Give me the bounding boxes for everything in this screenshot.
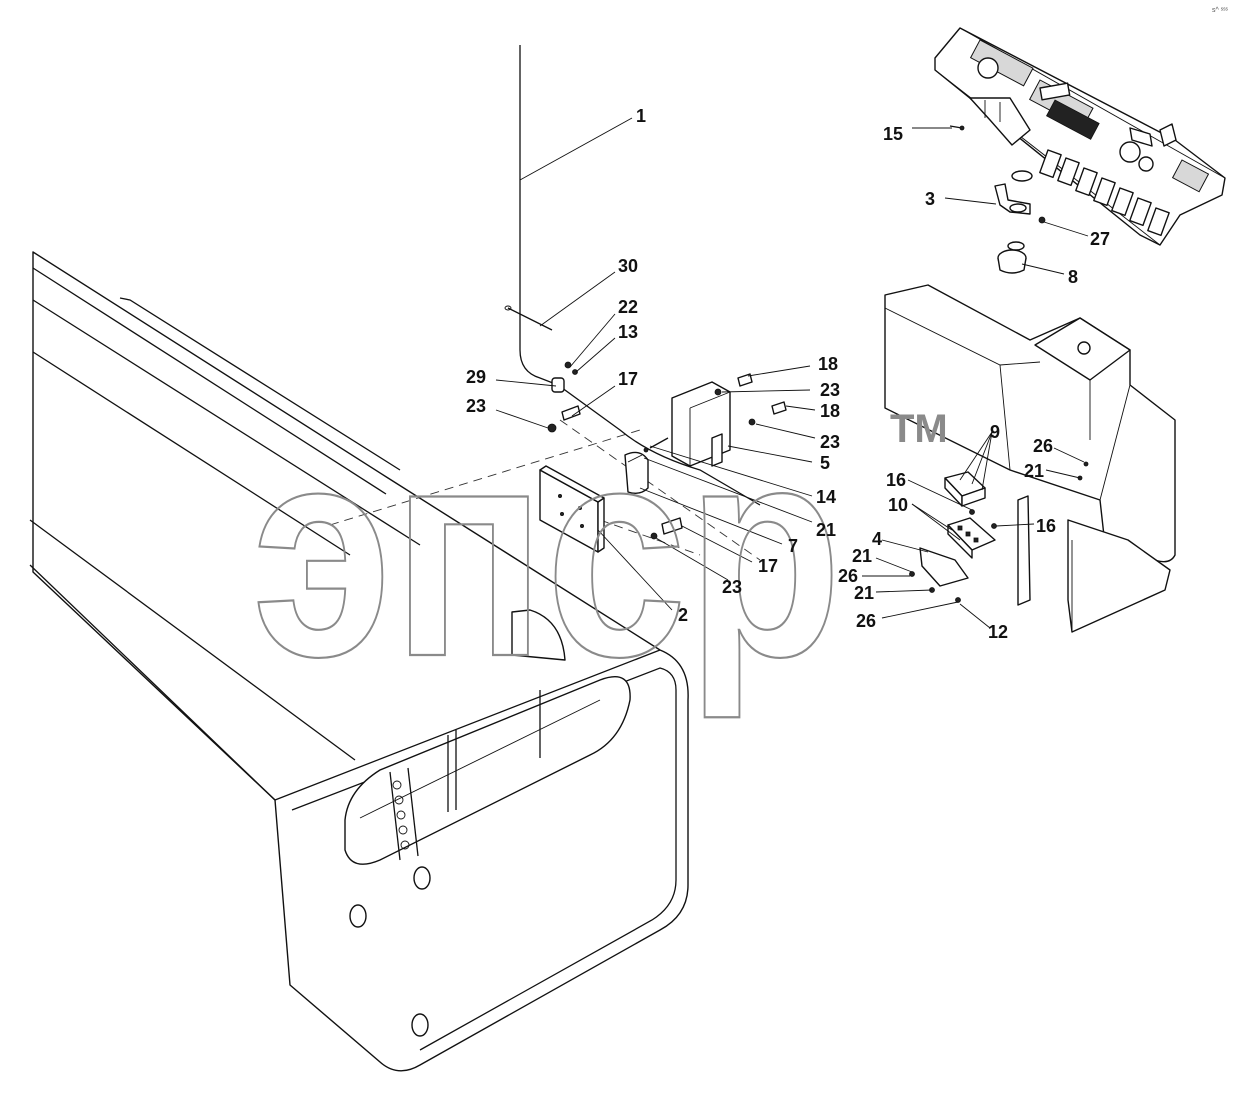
bracket-3	[994, 170, 1033, 215]
callout-1: 1	[636, 106, 646, 126]
corner-mark: s^ ˢˢˢ	[1212, 7, 1228, 14]
bracket-4	[919, 547, 969, 587]
callout-26: 26	[1033, 436, 1053, 456]
callout-12: 12	[988, 622, 1008, 642]
leader-lines	[495, 117, 1089, 629]
boom-frame	[29, 251, 689, 1072]
callout-30: 30	[618, 256, 638, 276]
callout-7: 7	[788, 536, 798, 556]
watermark-trademark: TM	[890, 407, 948, 451]
callout-23: 23	[820, 432, 840, 452]
callout-5: 5	[820, 453, 830, 473]
callout-26: 26	[856, 611, 876, 631]
box-5	[671, 381, 731, 467]
plate-2	[539, 465, 605, 553]
callout-29: 29	[466, 367, 486, 387]
connector-9	[944, 471, 986, 507]
callout-3: 3	[925, 189, 935, 209]
clamp-29	[547, 361, 581, 433]
callout-15: 15	[883, 124, 903, 144]
console-housing	[884, 284, 1176, 633]
callout-23: 23	[722, 577, 742, 597]
callout-16: 16	[886, 470, 906, 490]
callout-10: 10	[888, 495, 908, 515]
callout-17: 17	[618, 369, 638, 389]
cover-7	[624, 451, 649, 495]
watermark-text: эпср	[252, 383, 842, 721]
callout-9: 9	[990, 422, 1000, 442]
callout-23: 23	[820, 380, 840, 400]
callout-18: 18	[820, 401, 840, 421]
callout-26: 26	[838, 566, 858, 586]
callout-21: 21	[1024, 461, 1044, 481]
connector-10	[947, 517, 996, 559]
assembly-axis	[329, 429, 641, 526]
callout-23: 23	[466, 396, 486, 416]
callout-16: 16	[1036, 516, 1056, 536]
switch-8	[997, 241, 1027, 274]
callout-21: 21	[816, 520, 836, 540]
callout-21: 21	[852, 546, 872, 566]
callout-8: 8	[1068, 267, 1078, 287]
watermark: эпср TM	[251, 382, 948, 722]
callout-4: 4	[872, 529, 882, 549]
callout-18: 18	[818, 354, 838, 374]
callout-27: 27	[1090, 229, 1110, 249]
callout-2: 2	[678, 605, 688, 625]
dashboard-panel	[934, 27, 1226, 246]
callouts: 1 30 22 13 29 17 23 18 23 18 23 5 14 21 …	[466, 106, 1110, 642]
callout-22: 22	[618, 297, 638, 317]
callout-13: 13	[618, 322, 638, 342]
callout-21: 21	[854, 583, 874, 603]
callout-17: 17	[758, 556, 778, 576]
callout-14: 14	[816, 487, 836, 507]
pin-30	[507, 307, 553, 331]
cable-1	[519, 45, 761, 506]
